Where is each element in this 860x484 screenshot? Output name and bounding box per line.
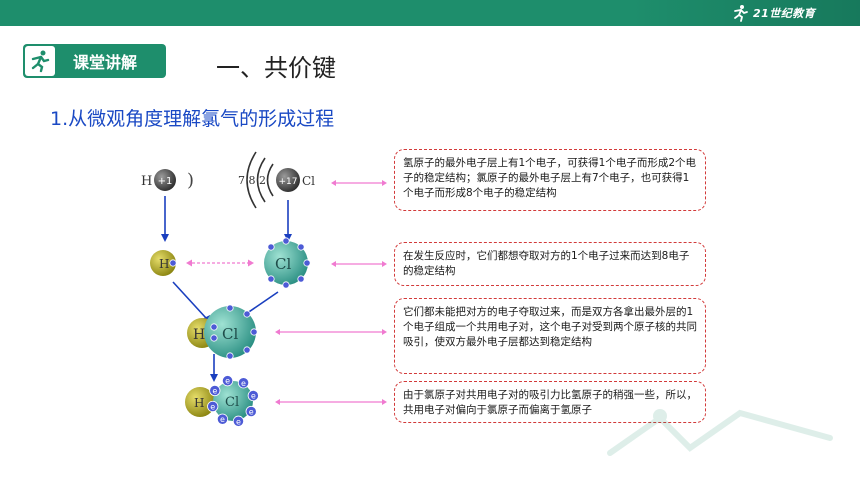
molecule-h-label: H <box>193 327 205 343</box>
electron-dot <box>237 377 250 389</box>
electron-dot <box>216 413 229 425</box>
h-sphere: H <box>150 250 177 276</box>
electron-dot <box>207 400 219 413</box>
electron-label: e <box>249 408 254 417</box>
h-atom-label: H <box>141 174 152 189</box>
watermark-logo <box>607 409 833 456</box>
explanation-box-4: 由于氯原子对共用电子对的吸引力比氢原子的稍强一些，所以，共用电子对偏向于氯原子而… <box>394 381 706 423</box>
electron-label: e <box>212 387 217 396</box>
explanation-box-2: 在发生反应时，它们都想夺取对方的1个电子过来而达到8电子的稳定结构 <box>394 242 706 286</box>
electron-dot <box>247 389 259 402</box>
electron-label: e <box>241 379 246 388</box>
cl-nucleus <box>276 168 300 192</box>
hcl-overlap-molecule: H Cl <box>187 304 258 360</box>
polar-cl-label: Cl <box>225 395 239 410</box>
brand-logo: 21世纪教育 <box>731 4 815 22</box>
explanation-arrows <box>275 180 387 405</box>
electron-label: e <box>251 392 256 401</box>
h-shell-bracket: ) <box>187 170 194 191</box>
electron-label: e <box>225 377 230 386</box>
badge-icon-box <box>25 46 55 76</box>
badge-label: 课堂讲解 <box>73 53 138 72</box>
electron-label: e <box>236 417 241 426</box>
chlorine-formation-diagram: H +1 ) 7 8 2 +17 Cl H Cl <box>141 151 315 427</box>
subtitle: 1.从微观角度理解氯气的形成过程 <box>50 108 335 130</box>
logo-text: 21世纪教育 <box>753 7 816 20</box>
arrow-h-to-molecule <box>172 281 207 319</box>
explanation-box-3: 它们都未能把对方的电子夺取过来，而是双方各拿出最外层的1个电子组成一个共用电子对… <box>394 298 706 374</box>
runner-icon <box>31 50 50 73</box>
h-nucleus <box>154 169 176 191</box>
explanation-box-1: 氢原子的最外电子层上有1个电子，可获得1个电子而形成2个电子的稳定结构；氯原子的… <box>394 149 706 211</box>
cl-atom-label: Cl <box>302 174 315 188</box>
electron-dot <box>232 415 245 427</box>
hydrogen-atom-model: H +1 ) <box>141 169 194 191</box>
section-badge: 课堂讲解 <box>23 44 166 78</box>
electron-label: e <box>220 415 225 424</box>
chlorine-atom-model: 7 8 2 +17 Cl <box>238 151 315 209</box>
cl-sphere: Cl <box>264 237 311 289</box>
polar-h-label: H <box>194 396 204 410</box>
runner-logo-icon <box>734 5 748 22</box>
h-sphere-label: H <box>159 257 169 271</box>
h-nucleus-charge: +1 <box>158 176 173 187</box>
cl-shell-electrons: 7 8 2 <box>238 174 266 187</box>
page-title: 一、共价键 <box>216 54 336 82</box>
cl-nucleus-charge: +17 <box>279 177 298 187</box>
cl-sphere-label: Cl <box>275 255 291 273</box>
molecule-cl-label: Cl <box>222 325 238 343</box>
electron-dot <box>245 405 257 418</box>
electron-dot <box>221 375 234 387</box>
electron-dot <box>209 384 221 397</box>
hcl-polar-molecule: H Cl <box>185 381 253 421</box>
electron-label: e <box>210 402 215 411</box>
